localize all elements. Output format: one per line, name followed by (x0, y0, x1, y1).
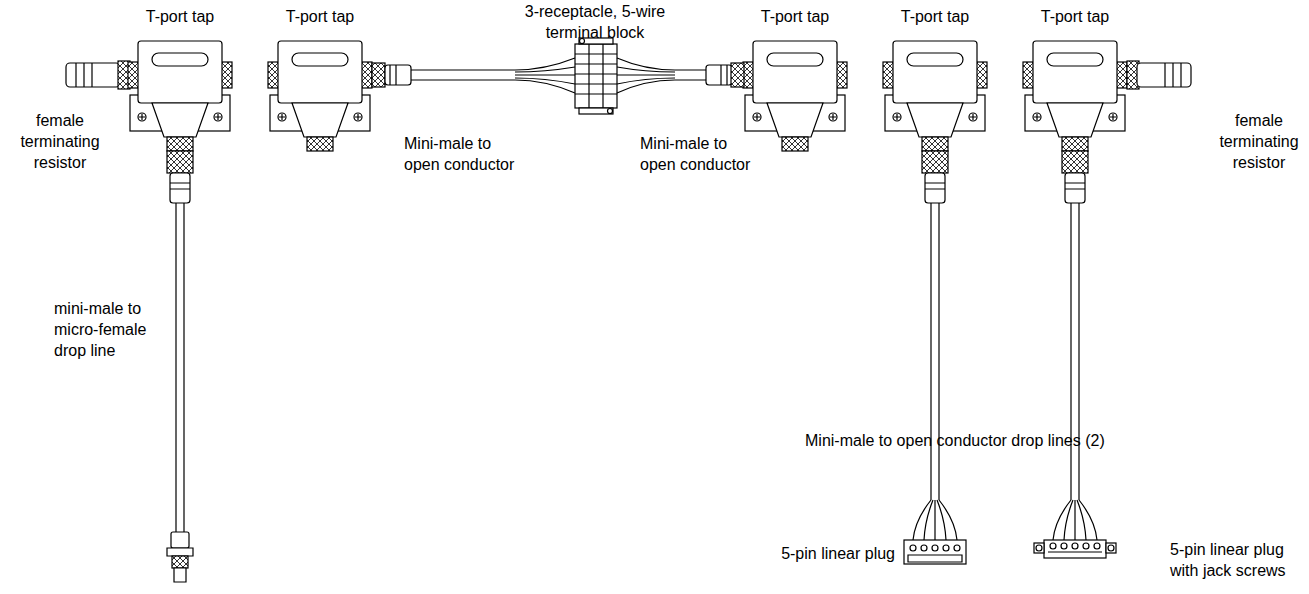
trunk-cable (372, 58, 575, 93)
drop-line (904, 151, 966, 564)
label-text: female terminating resistor (20, 112, 99, 171)
label-text: Mini-male to open conductor drop lines (… (805, 432, 1105, 449)
label-text: 5-pin linear plug (781, 545, 895, 562)
t-port-tap (268, 41, 372, 151)
trunk-cable (617, 58, 744, 93)
cable-label: Mini-male to open conductor (640, 133, 760, 175)
label-text: T-port tap (901, 8, 969, 25)
label-text: 5-pin linear plug with jack screws (1170, 541, 1286, 579)
plug-label: 5-pin linear plug with jack screws (1170, 539, 1298, 581)
label-text: female terminating resistor (1219, 112, 1298, 171)
part-label: female terminating resistor (14, 110, 106, 173)
t-port-tap (1023, 41, 1127, 151)
cable-label: Mini-male to open conductor (404, 133, 524, 175)
label-text: T-port tap (146, 8, 214, 25)
t-port-tap (883, 41, 987, 151)
t-port-tap (743, 41, 847, 151)
t-port-tap (128, 41, 232, 151)
cable-label: mini-male to micro-female drop line (54, 298, 156, 361)
label-text: 3-receptacle, 5-wire terminal block (525, 3, 666, 41)
label-text: T-port tap (1041, 8, 1109, 25)
terminating-resistor (1127, 61, 1191, 89)
part-label: T-port tap (1032, 6, 1118, 27)
drop-line (1034, 151, 1116, 558)
part-label: female terminating resistor (1213, 110, 1305, 173)
label-text: mini-male to micro-female drop line (54, 300, 146, 359)
terminating-resistor (66, 61, 130, 89)
label-text: Mini-male to open conductor (640, 135, 750, 173)
part-label: T-port tap (137, 6, 223, 27)
part-label: T-port tap (892, 6, 978, 27)
part-label: T-port tap (277, 6, 363, 27)
terminal-block (575, 38, 617, 114)
part-label: 3-receptacle, 5-wire terminal block (512, 1, 678, 43)
part-label: T-port tap (752, 6, 838, 27)
plug-label: 5-pin linear plug (760, 543, 895, 564)
label-text: T-port tap (761, 8, 829, 25)
cable-label: Mini-male to open conductor drop lines (… (805, 430, 1105, 451)
drop-line (167, 151, 193, 582)
label-text: T-port tap (286, 8, 354, 25)
label-text: Mini-male to open conductor (404, 135, 514, 173)
